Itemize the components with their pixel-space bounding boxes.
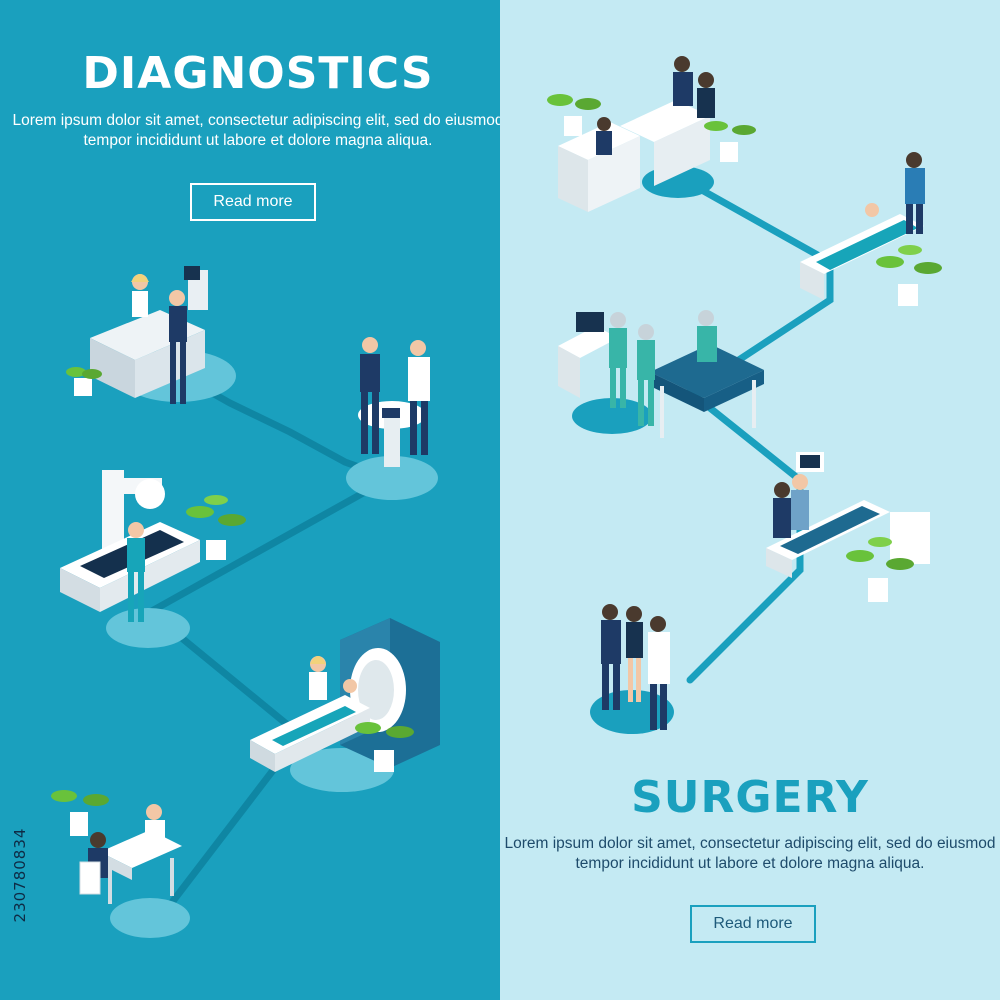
doctors-consultation-scene (358, 337, 430, 467)
x-ray-scene (60, 470, 246, 622)
surgery-banner: SURGERY Lorem ipsum dolor sit amet, cons… (500, 0, 1000, 1000)
waiting-area-scene (547, 56, 756, 212)
diagnostics-banner: DIAGNOSTICS Lorem ipsum dolor sit amet, … (0, 0, 500, 1000)
stock-id: 230780834 (11, 827, 29, 923)
diagnostics-illustration (51, 266, 440, 938)
diagnostics-title: DIAGNOSTICS (82, 48, 434, 99)
operating-table-scene (558, 310, 764, 438)
diagnostics-read-more-button[interactable]: Read more (190, 183, 316, 221)
recovery-bed-scene (766, 452, 930, 602)
reception-desk-scene (66, 266, 208, 404)
ward-bed-scene (800, 152, 942, 306)
diagnostics-description: Lorem ipsum dolor sit amet, consectetur … (12, 112, 500, 149)
mri-scanner-scene (250, 618, 440, 772)
surgery-read-more-button[interactable]: Read more (690, 905, 816, 943)
doctor-desk-scene (51, 790, 182, 904)
surgery-illustration (547, 56, 942, 734)
discharge-handshake-scene (601, 604, 670, 730)
surgery-title: SURGERY (631, 772, 869, 823)
surgery-description: Lorem ipsum dolor sit amet, consectetur … (504, 835, 996, 872)
